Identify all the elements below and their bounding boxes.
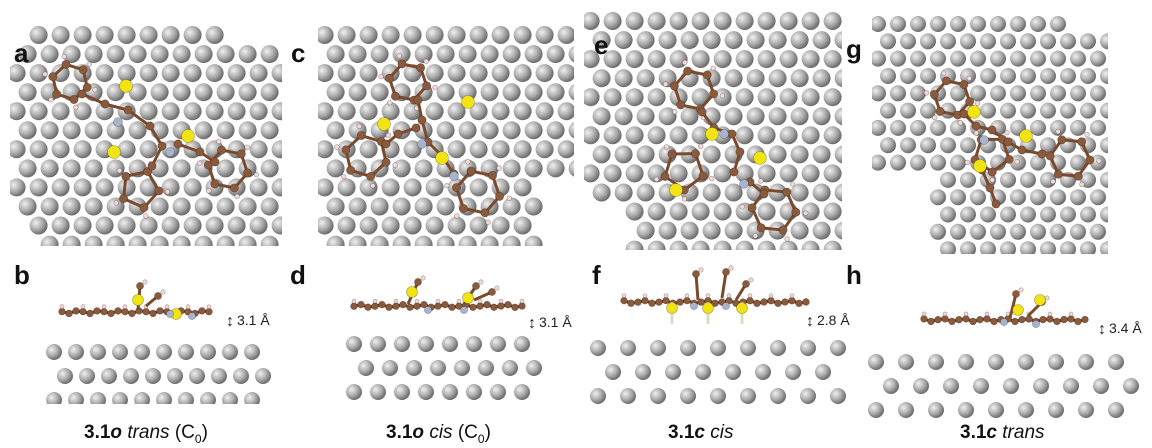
substrate-atoms — [346, 336, 542, 400]
adsorbed-molecule — [350, 275, 526, 314]
caption-panel-ef: 3.1c cis — [668, 422, 734, 443]
molecule-side-view — [868, 287, 1139, 418]
adsorption-distance-d: ↕3.1 Å — [528, 314, 572, 332]
panel-a-top-view — [10, 24, 282, 246]
molecule-top-view — [318, 26, 574, 246]
adsorption-distance-f: ↕2.8 Å — [806, 312, 850, 330]
panel-label-h: h — [846, 260, 862, 290]
panel-label-b: b — [14, 260, 30, 290]
molecule-side-view — [590, 265, 846, 404]
adsorbed-molecule — [334, 53, 512, 225]
panel-label-e: e — [594, 30, 609, 60]
panel-h-side-view — [864, 260, 1140, 430]
substrate-atoms — [46, 344, 271, 404]
substrate-atoms — [584, 12, 842, 250]
caption-panel-ab: 3.1o trans (C0) — [84, 422, 208, 446]
panel-c-top-view — [318, 24, 574, 246]
adsorbed-molecule — [920, 287, 1089, 328]
substrate-atoms — [590, 340, 846, 404]
panel-g-top-view — [872, 14, 1108, 254]
panel-e-top-view — [584, 10, 842, 250]
caption-panel-cd: 3.1o cis (C0) — [386, 422, 491, 446]
panel-label-c: c — [291, 38, 306, 68]
panel-label-g: g — [846, 34, 862, 64]
panel-d-side-view — [344, 252, 548, 438]
molecule-top-view — [10, 26, 282, 246]
adsorption-distance-h: ↕3.4 Å — [1098, 320, 1142, 338]
substrate-atoms — [868, 354, 1139, 418]
panel-f-side-view — [586, 256, 854, 424]
molecule-side-view — [46, 279, 271, 404]
molecule-top-view — [872, 16, 1108, 254]
substrate-atoms — [318, 26, 574, 246]
adsorbed-molecule — [42, 53, 260, 219]
substrate-atoms — [10, 26, 282, 246]
molecule-top-view — [584, 12, 842, 250]
adsorbed-molecule — [620, 265, 810, 324]
panel-label-f: f — [592, 260, 601, 290]
adsorbed-molecule — [923, 70, 1102, 209]
substrate-atoms — [872, 16, 1108, 254]
adsorbed-molecule — [653, 59, 809, 242]
adsorbed-molecule — [58, 279, 213, 320]
caption-panel-gh: 3.1c trans — [960, 422, 1045, 443]
panel-label-d: d — [290, 260, 306, 290]
molecule-side-view — [346, 275, 542, 400]
adsorption-distance-b: ↕3.1 Å — [226, 312, 270, 330]
panel-b-side-view — [42, 256, 278, 404]
panel-label-a: a — [14, 38, 29, 68]
